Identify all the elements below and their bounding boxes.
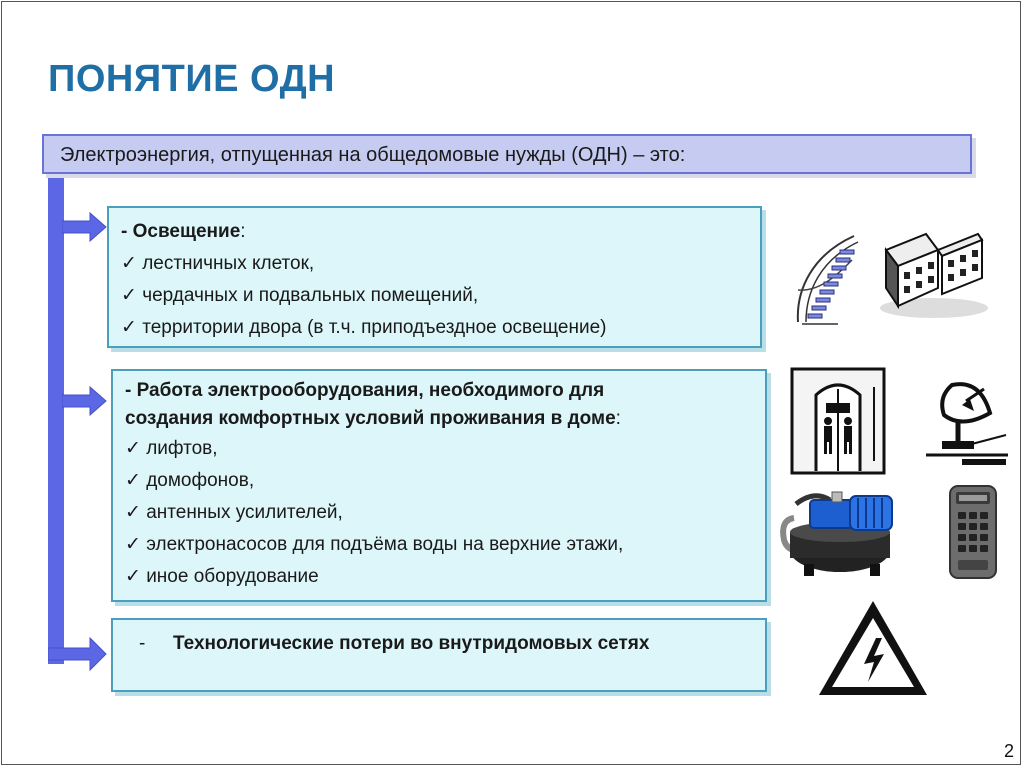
equipment-heading-colon: : (615, 408, 621, 429)
equipment-item: ✓ антенных усилителей, (125, 502, 343, 523)
lighting-heading-text: - Освещение (121, 221, 241, 242)
arrow-to-lighting (62, 212, 107, 242)
page-number: 2 (1003, 741, 1014, 761)
equipment-heading-line1: - Работа электрооборудования, необходимо… (125, 380, 605, 401)
equipment-box: - Работа электрооборудования, необходимо… (111, 369, 767, 602)
definition-header: Электроэнергия, отпущенная на общедомовы… (42, 134, 972, 174)
definition-text: Электроэнергия, отпущенная на общедомовы… (60, 144, 686, 166)
elevator-icon (790, 367, 886, 475)
losses-dash: - (139, 633, 146, 654)
equipment-item: ✓ домофонов, (125, 470, 255, 491)
slide-title: ПОНЯТИЕ ОДН (48, 58, 336, 100)
water-pump-icon (780, 491, 893, 576)
satellite-antenna-icon (926, 382, 1008, 465)
connector-spine (48, 174, 64, 664)
high-voltage-icon (819, 601, 927, 695)
losses-line: - Технологические потери во внутридомовых… (139, 628, 765, 660)
staircase-icon (796, 235, 859, 325)
intercom-icon (949, 485, 997, 579)
equipment-heading-line2: создания комфортных условий проживания в… (125, 405, 765, 433)
lighting-heading-colon: : (240, 221, 246, 242)
arrow-to-losses (48, 636, 107, 672)
equipment-item: ✓ электронасосов для подъёма воды на вер… (125, 534, 624, 555)
losses-box: - Технологические потери во внутридомовых… (111, 618, 767, 692)
lighting-item: ✓ лестничных клеток, (121, 253, 315, 274)
losses-text: Технологические потери во внутридомовых … (173, 633, 650, 654)
lighting-heading: - Освещение: (121, 216, 760, 248)
lighting-box: - Освещение: ✓ лестничных клеток, ✓ черд… (107, 206, 762, 348)
arrow-to-equipment (62, 386, 107, 416)
lighting-item: ✓ территории двора (в т.ч. приподъездное… (121, 317, 607, 338)
building-icon (880, 232, 988, 318)
equipment-heading-text: создания комфортных условий проживания в… (125, 408, 616, 429)
lighting-item: ✓ чердачных и подвальных помещений, (121, 285, 479, 306)
equipment-item: ✓ лифтов, (125, 438, 218, 459)
equipment-item: ✓ иное оборудование (125, 566, 319, 587)
